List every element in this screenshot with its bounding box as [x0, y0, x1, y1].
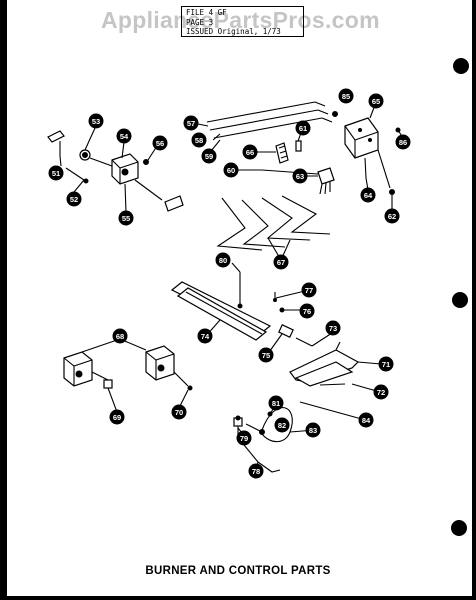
callout-52: 52: [66, 191, 82, 207]
callout-57: 57: [183, 115, 199, 131]
callout-64: 64: [360, 187, 376, 203]
svg-text:60: 60: [227, 166, 235, 175]
svg-text:72: 72: [377, 388, 385, 397]
svg-text:65: 65: [372, 97, 380, 106]
callout-61: 61: [295, 120, 311, 136]
scan-edge-right: [472, 0, 476, 600]
callout-71: 71: [378, 356, 394, 372]
svg-text:81: 81: [272, 399, 280, 408]
callout-68: 68: [112, 328, 128, 344]
svg-text:52: 52: [70, 195, 78, 204]
svg-text:85: 85: [342, 92, 350, 101]
svg-text:54: 54: [120, 132, 129, 141]
svg-text:56: 56: [156, 139, 164, 148]
svg-text:69: 69: [113, 413, 121, 422]
svg-text:53: 53: [92, 117, 100, 126]
callout-81: 81: [268, 395, 284, 411]
callout-82: 82: [274, 417, 290, 433]
watermark: AppliancePartsPros.com: [101, 7, 380, 33]
svg-text:68: 68: [116, 332, 124, 341]
burner-tubing: [216, 195, 331, 251]
callout-78: 78: [248, 463, 264, 479]
scan-edge-left: [0, 0, 7, 600]
svg-text:77: 77: [305, 286, 313, 295]
svg-text:61: 61: [299, 124, 307, 133]
callout-84: 84: [358, 412, 374, 428]
svg-text:58: 58: [195, 136, 203, 145]
callout-85-top: 85: [338, 88, 354, 104]
valve-assembly-upper-left: [47, 130, 184, 212]
callout-60: 60: [223, 162, 239, 178]
callout-69: 69: [109, 409, 125, 425]
svg-text:51: 51: [52, 169, 60, 178]
callout-58: 58: [191, 132, 207, 148]
callout-59: 59: [201, 148, 217, 164]
svg-text:79: 79: [240, 434, 248, 443]
svg-text:59: 59: [205, 152, 213, 161]
svg-text:71: 71: [382, 360, 390, 369]
callout-80: 80: [215, 252, 231, 268]
scan-edge-bottom: [0, 596, 476, 600]
svg-text:86: 86: [399, 138, 407, 147]
diagram-caption: BURNER AND CONTROL PARTS: [145, 565, 331, 577]
callout-63: 63: [292, 168, 308, 184]
callout-83: 83: [305, 422, 321, 438]
page-line: PAGE 3: [186, 17, 214, 27]
svg-text:55: 55: [122, 214, 130, 223]
svg-text:78: 78: [252, 467, 260, 476]
callout-51: 51: [48, 165, 64, 181]
svg-text:80: 80: [219, 256, 227, 265]
callout-79: 79: [236, 430, 252, 446]
callout-76: 76: [299, 303, 315, 319]
svg-text:63: 63: [296, 172, 304, 181]
callout-73: 73: [325, 320, 341, 336]
punch-hole-bottom: [451, 520, 467, 536]
callout-77: 77: [301, 282, 317, 298]
issued-line: ISSUED Original, 1/73: [186, 27, 281, 36]
svg-text:83: 83: [309, 426, 317, 435]
callout-55: 55: [118, 210, 134, 226]
svg-text:75: 75: [262, 351, 270, 360]
svg-text:76: 76: [303, 307, 311, 316]
callout-53: 53: [88, 113, 104, 129]
file-line: FILE 4 GF: [186, 8, 227, 17]
callout-86: 86: [395, 134, 411, 150]
callout-56: 56: [152, 135, 168, 151]
svg-text:62: 62: [388, 212, 396, 221]
callout-66: 66: [242, 144, 258, 160]
svg-text:82: 82: [278, 421, 286, 430]
punch-hole-top: [453, 58, 469, 74]
callout-75: 75: [258, 347, 274, 363]
svg-text:67: 67: [277, 258, 285, 267]
svg-text:70: 70: [175, 408, 183, 417]
burner-assembly: [170, 272, 359, 419]
callout-72: 72: [373, 384, 389, 400]
callout-70: 70: [171, 404, 187, 420]
callout-74: 74: [197, 328, 213, 344]
svg-text:64: 64: [364, 191, 373, 200]
svg-text:84: 84: [362, 416, 371, 425]
svg-text:57: 57: [187, 119, 195, 128]
callout-54: 54: [116, 128, 132, 144]
file-info-box: FILE 4 GF PAGE 3 ISSUED Original, 1/73: [181, 6, 304, 37]
svg-text:73: 73: [329, 324, 337, 333]
punch-hole-middle: [452, 292, 468, 308]
valve-pair-lower-left: [63, 345, 193, 391]
svg-text:66: 66: [246, 148, 254, 157]
callout-65: 65: [368, 93, 384, 109]
callout-67: 67: [273, 254, 289, 270]
svg-text:74: 74: [201, 332, 210, 341]
callout-62: 62: [384, 208, 400, 224]
junction-box-assembly: [206, 101, 401, 195]
